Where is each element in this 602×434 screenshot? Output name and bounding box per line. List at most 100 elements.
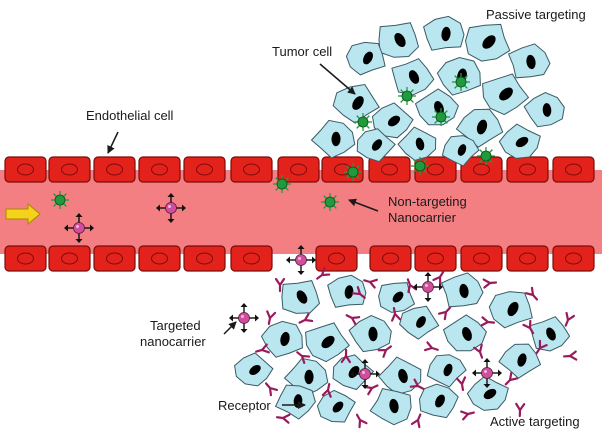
green-nanocarrier-icon (273, 175, 291, 193)
tumor-cell (391, 58, 435, 96)
tumor-cell (377, 356, 422, 395)
endothelial-cell-pointer (107, 131, 119, 154)
receptor-icon (437, 306, 452, 321)
blood-vessel (0, 170, 602, 254)
endothelial-cell (230, 245, 273, 272)
endothelial-cell (93, 245, 136, 272)
receptor-icon (377, 345, 392, 358)
active-tumor-cluster (234, 272, 571, 426)
tumor-cell (440, 272, 484, 308)
endothelial-cell (368, 156, 411, 183)
endothelial-cell (315, 245, 358, 272)
green-nanocarrier-icon (411, 157, 429, 175)
tumor-cell (397, 126, 437, 161)
receptor-icon (504, 371, 519, 386)
tumor-cell (488, 291, 533, 329)
non-targeting-label: Non-targeting (388, 194, 467, 209)
receptor-label: Receptor (218, 398, 271, 413)
pink-nanocarrier-icon (64, 213, 94, 243)
receptor-icon (391, 306, 402, 322)
receptor-icon (524, 286, 539, 301)
pink-nanocarrier-icon (286, 245, 316, 275)
passive-tumor-cluster (310, 15, 565, 167)
blood-flow-arrow-icon (5, 202, 41, 226)
pink-nanocarrier-icon (156, 193, 186, 223)
non-targeting-pointer (348, 198, 379, 212)
receptor-icon (410, 413, 422, 429)
tumor-cell (466, 375, 509, 411)
receptor-icon (275, 413, 291, 424)
tumor-cell (327, 274, 367, 308)
receptor-icon (298, 312, 314, 324)
endothelial-cell (138, 156, 181, 183)
receptor-icon (274, 277, 286, 293)
active-targeting-label: Active targeting (490, 414, 580, 429)
tumor-cell (260, 320, 303, 358)
tumor-cell (482, 73, 530, 116)
receptor-icon (535, 339, 548, 355)
receptor-icon (363, 278, 378, 289)
receptor-icon (266, 310, 277, 325)
receptor-icon (316, 267, 331, 280)
tumor-cell (507, 43, 551, 79)
receptor-icon (522, 319, 535, 335)
receptor-icon (473, 343, 484, 359)
green-nanocarrier-icon (354, 113, 372, 131)
endothelial-cell (4, 245, 47, 272)
endothelial-cell (48, 245, 91, 272)
receptor-icon (363, 384, 379, 396)
green-nanocarrier-icon (398, 87, 416, 105)
tumor-cell (369, 388, 412, 426)
targeted-nanocarrier-label: nanocarrier (140, 334, 206, 349)
receptor-icon (351, 286, 366, 299)
tumor-cell (498, 343, 542, 379)
receptor-icon (355, 413, 368, 429)
tumor-cell (305, 322, 350, 363)
tumor-cell (399, 305, 440, 340)
tumor-cell (523, 91, 565, 128)
tumor-cell (274, 384, 316, 420)
endothelial-cell (183, 245, 226, 272)
green-nanocarrier-icon (477, 147, 495, 165)
endothelial-cell (138, 245, 181, 272)
green-nanocarriers (51, 73, 495, 211)
tumor-cell-pointer (319, 63, 356, 95)
receptor-icon (409, 378, 425, 390)
endothelial-cell (369, 245, 412, 272)
tumor-cell (498, 123, 541, 159)
tumor-cell (345, 41, 386, 76)
endothelial-cell (4, 156, 47, 183)
tumor-cell (310, 119, 356, 159)
green-nanocarrier-icon (452, 73, 470, 91)
targeted-nanocarrier-pointer (223, 321, 237, 335)
tumor-cell (423, 15, 465, 51)
receptor-icon (562, 350, 578, 361)
receptor-icon (432, 270, 445, 286)
top-endothelial-wall (4, 156, 595, 183)
receptor-icon (340, 348, 351, 364)
endothelial-cell (48, 156, 91, 183)
pink-nanocarrier-icon (413, 272, 443, 302)
endothelial-cell (506, 245, 549, 272)
endothelial-cell (460, 245, 503, 272)
pink-nanocarriers (64, 193, 502, 389)
bottom-endothelial-wall (4, 245, 595, 272)
receptor-icon (460, 410, 475, 421)
tumor-cell (441, 135, 480, 167)
green-nanocarrier-icon (344, 163, 362, 181)
targeted-label: Targeted (150, 318, 201, 333)
tumor-cell (332, 83, 380, 124)
green-nanocarrier-icon (432, 108, 450, 126)
endothelial-cell (552, 156, 595, 183)
tumor-cell (529, 316, 571, 352)
endothelial-cell (183, 156, 226, 183)
pink-nanocarrier-icon (350, 359, 380, 389)
endothelial-cell (414, 156, 457, 183)
green-nanocarrier-icon (51, 191, 69, 209)
endothelial-cell-label: Endothelial cell (86, 108, 174, 123)
receptor-icon (255, 343, 270, 354)
receptor-icon (264, 382, 279, 397)
receptor-icon (456, 376, 467, 392)
tumor-cell (281, 280, 321, 314)
